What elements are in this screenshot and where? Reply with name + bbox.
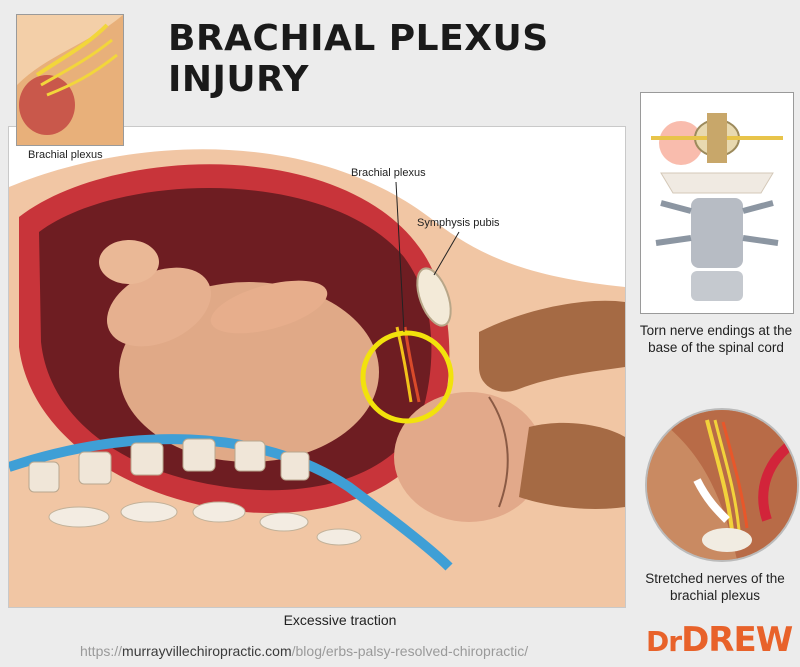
main-illustration: Brachial plexus Symphysis pubis xyxy=(8,126,626,608)
baby-foot xyxy=(99,240,159,284)
spinal-cord-illustration xyxy=(641,93,793,313)
caption-excessive-traction: Excessive traction xyxy=(210,612,470,628)
url-prefix: https:// xyxy=(80,643,122,659)
birth-illustration xyxy=(9,127,625,607)
url-path: /blog/erbs-palsy-resolved-chiropractic/ xyxy=(292,643,529,659)
logo-dr: Dr xyxy=(646,625,681,658)
shoulder-inset xyxy=(16,14,124,146)
baby-head xyxy=(394,392,544,522)
source-url[interactable]: https://murrayvillechiropractic.com/blog… xyxy=(80,643,528,659)
logo-drew: DREW xyxy=(681,620,792,660)
caption-torn-nerve-endings: Torn nerve endings at the base of the sp… xyxy=(636,322,796,356)
doctor-hand-bottom xyxy=(519,423,625,509)
drdrew-logo: DrDREW xyxy=(646,620,792,660)
stretched-nerves-inset xyxy=(645,408,799,562)
page-title: BRACHIAL PLEXUS INJURY xyxy=(168,18,638,100)
shoulder-illustration xyxy=(17,15,123,145)
url-domain: murrayvillechiropractic.com xyxy=(122,643,292,659)
label-inset-brachial-plexus: Brachial plexus xyxy=(28,149,103,161)
caption-stretched-nerves: Stretched nerves of the brachial plexus xyxy=(630,570,800,604)
stretched-nerves-illustration xyxy=(647,410,797,560)
spinal-cord-inset xyxy=(640,92,794,314)
label-brachial-plexus: Brachial plexus xyxy=(351,167,426,179)
label-symphysis-pubis: Symphysis pubis xyxy=(417,217,500,229)
